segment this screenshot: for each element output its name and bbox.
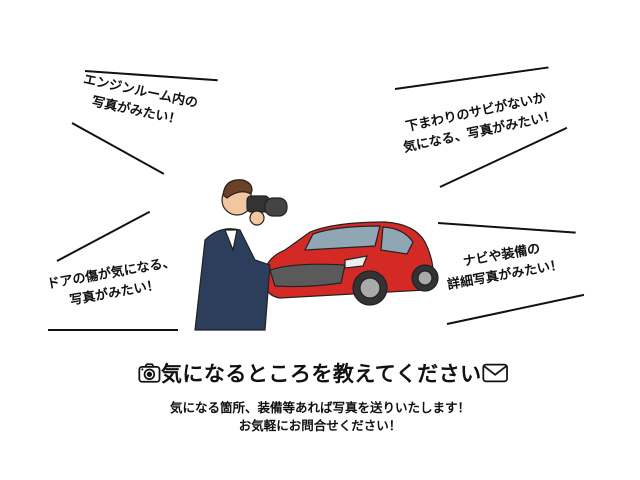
red-car	[262, 221, 439, 306]
cta-title: 気になるところを教えてください	[160, 362, 482, 386]
camera-icon	[138, 363, 161, 383]
decor-line	[394, 66, 549, 90]
decor-line	[56, 210, 151, 262]
decor-line	[446, 293, 585, 325]
cta-row: 気になるところを教えてください	[138, 358, 508, 388]
cta-subtext-line2: お気軽にお問合せください！	[238, 418, 402, 433]
callout-engine: エンジンルーム内の 写真がみたい！	[77, 70, 199, 133]
callout-navi: ナビや装備の 詳細写真がみたい！	[442, 236, 564, 296]
man-in-suit	[194, 179, 288, 331]
mail-icon	[482, 363, 508, 383]
decor-line	[48, 329, 178, 331]
callout-underbody: 下まわりのサビがないか 気になる、写真がみたい！	[398, 87, 559, 159]
cta-subtext-line1: 気になる箇所、装備等あれば写真を送りいたします！	[169, 400, 470, 415]
callout-door: ドアの傷が気になる、 写真がみたい！	[46, 253, 181, 315]
decor-line	[437, 222, 576, 234]
decor-line	[71, 122, 165, 175]
photographer-car-illustration	[194, 179, 439, 331]
